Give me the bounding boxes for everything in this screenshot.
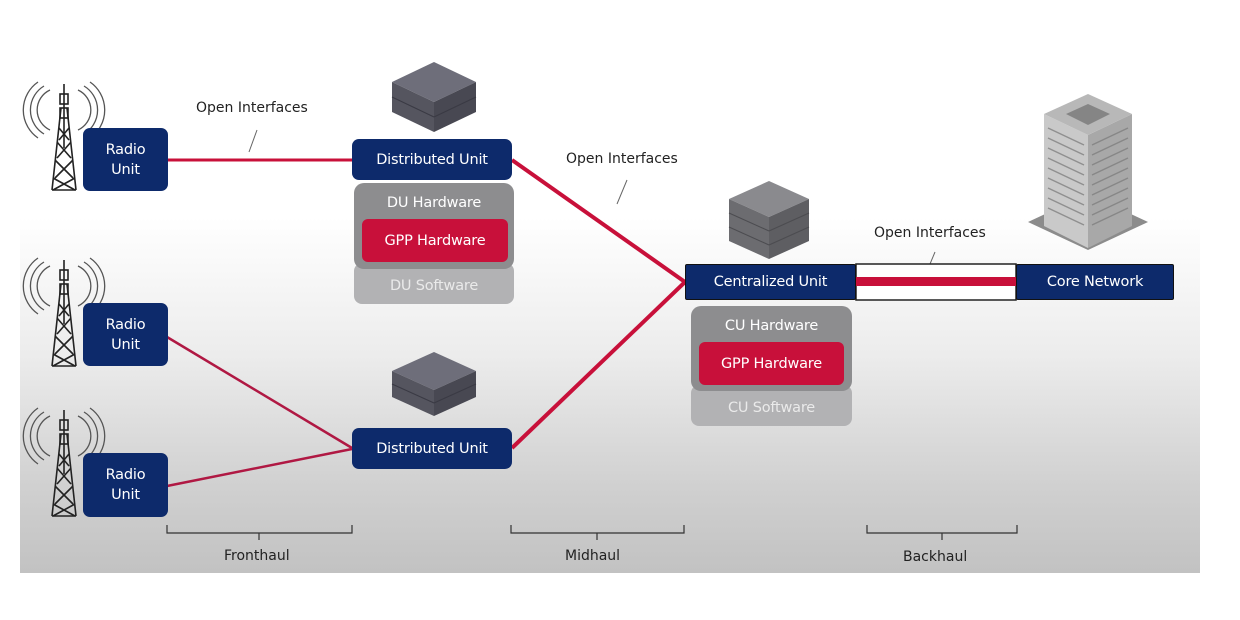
midhaul-link-2 bbox=[510, 280, 687, 450]
cu-software-block[interactable]: CU Software bbox=[691, 385, 852, 426]
du-gpp-hardware-block[interactable]: GPP Hardware bbox=[362, 219, 508, 262]
radio-unit-label-line1: Radio bbox=[105, 316, 146, 333]
distributed-unit-label: Distributed Unit bbox=[376, 440, 488, 457]
du-software-label: DU Software bbox=[389, 277, 479, 294]
du-software-block[interactable]: DU Software bbox=[354, 263, 514, 304]
radio-unit-label-line2: Unit bbox=[111, 336, 140, 353]
radio-unit-label-line1: Radio bbox=[105, 141, 146, 158]
radio-unit-label-line2: Unit bbox=[111, 487, 140, 503]
open-interfaces-label-fronthaul: Open Interfaces bbox=[196, 100, 308, 116]
radio-unit-label-line2: Unit bbox=[111, 161, 140, 178]
distributed-unit-2[interactable]: Distributed Unit bbox=[352, 428, 512, 469]
midhaul-bracket bbox=[510, 525, 685, 540]
server-icon bbox=[391, 62, 477, 132]
radio-unit-1[interactable]: Radio Unit bbox=[83, 128, 168, 191]
radio-unit-3[interactable]: Radio Unit bbox=[83, 453, 168, 517]
backhaul-label: Backhaul bbox=[903, 549, 968, 565]
du-hardware-label: DU Hardware bbox=[386, 195, 482, 211]
building-icon bbox=[1028, 94, 1148, 250]
radio-unit-2[interactable]: Radio Unit bbox=[83, 303, 168, 366]
cu-gpp-hardware-label: GPP Hardware bbox=[721, 355, 822, 372]
core-network[interactable]: Core Network bbox=[1016, 264, 1174, 300]
backhaul-bracket bbox=[866, 525, 1018, 540]
centralized-unit-label: Centralized Unit bbox=[713, 274, 828, 290]
fronthaul-bracket bbox=[166, 525, 353, 540]
cell-tower-icon bbox=[22, 81, 106, 191]
fronthaul-link-2 bbox=[166, 335, 353, 450]
du-gpp-hardware-label: GPP Hardware bbox=[384, 232, 486, 249]
radio-unit-label-line1: Radio bbox=[105, 467, 146, 483]
server-icon bbox=[391, 352, 477, 416]
cu-gpp-hardware-block[interactable]: GPP Hardware bbox=[699, 342, 844, 385]
distributed-unit-1[interactable]: Distributed Unit bbox=[352, 139, 512, 180]
open-interfaces-label-midhaul: Open Interfaces bbox=[566, 151, 678, 167]
cu-hardware-label: CU Hardware bbox=[724, 318, 819, 334]
midhaul-label: Midhaul bbox=[565, 548, 621, 564]
fronthaul-link-3 bbox=[166, 447, 353, 488]
centralized-unit[interactable]: Centralized Unit bbox=[685, 264, 856, 300]
core-network-label: Core Network bbox=[1046, 274, 1144, 290]
cu-software-label: CU Software bbox=[727, 399, 816, 416]
interface-leader-1 bbox=[248, 129, 258, 153]
backhaul-link bbox=[856, 277, 1016, 286]
open-interfaces-label-backhaul: Open Interfaces bbox=[874, 225, 986, 241]
interface-leader-2 bbox=[616, 179, 628, 205]
midhaul-link-1 bbox=[510, 158, 687, 284]
distributed-unit-label: Distributed Unit bbox=[376, 151, 488, 168]
server-stack-icon bbox=[728, 181, 810, 259]
fronthaul-label: Fronthaul bbox=[224, 548, 290, 564]
